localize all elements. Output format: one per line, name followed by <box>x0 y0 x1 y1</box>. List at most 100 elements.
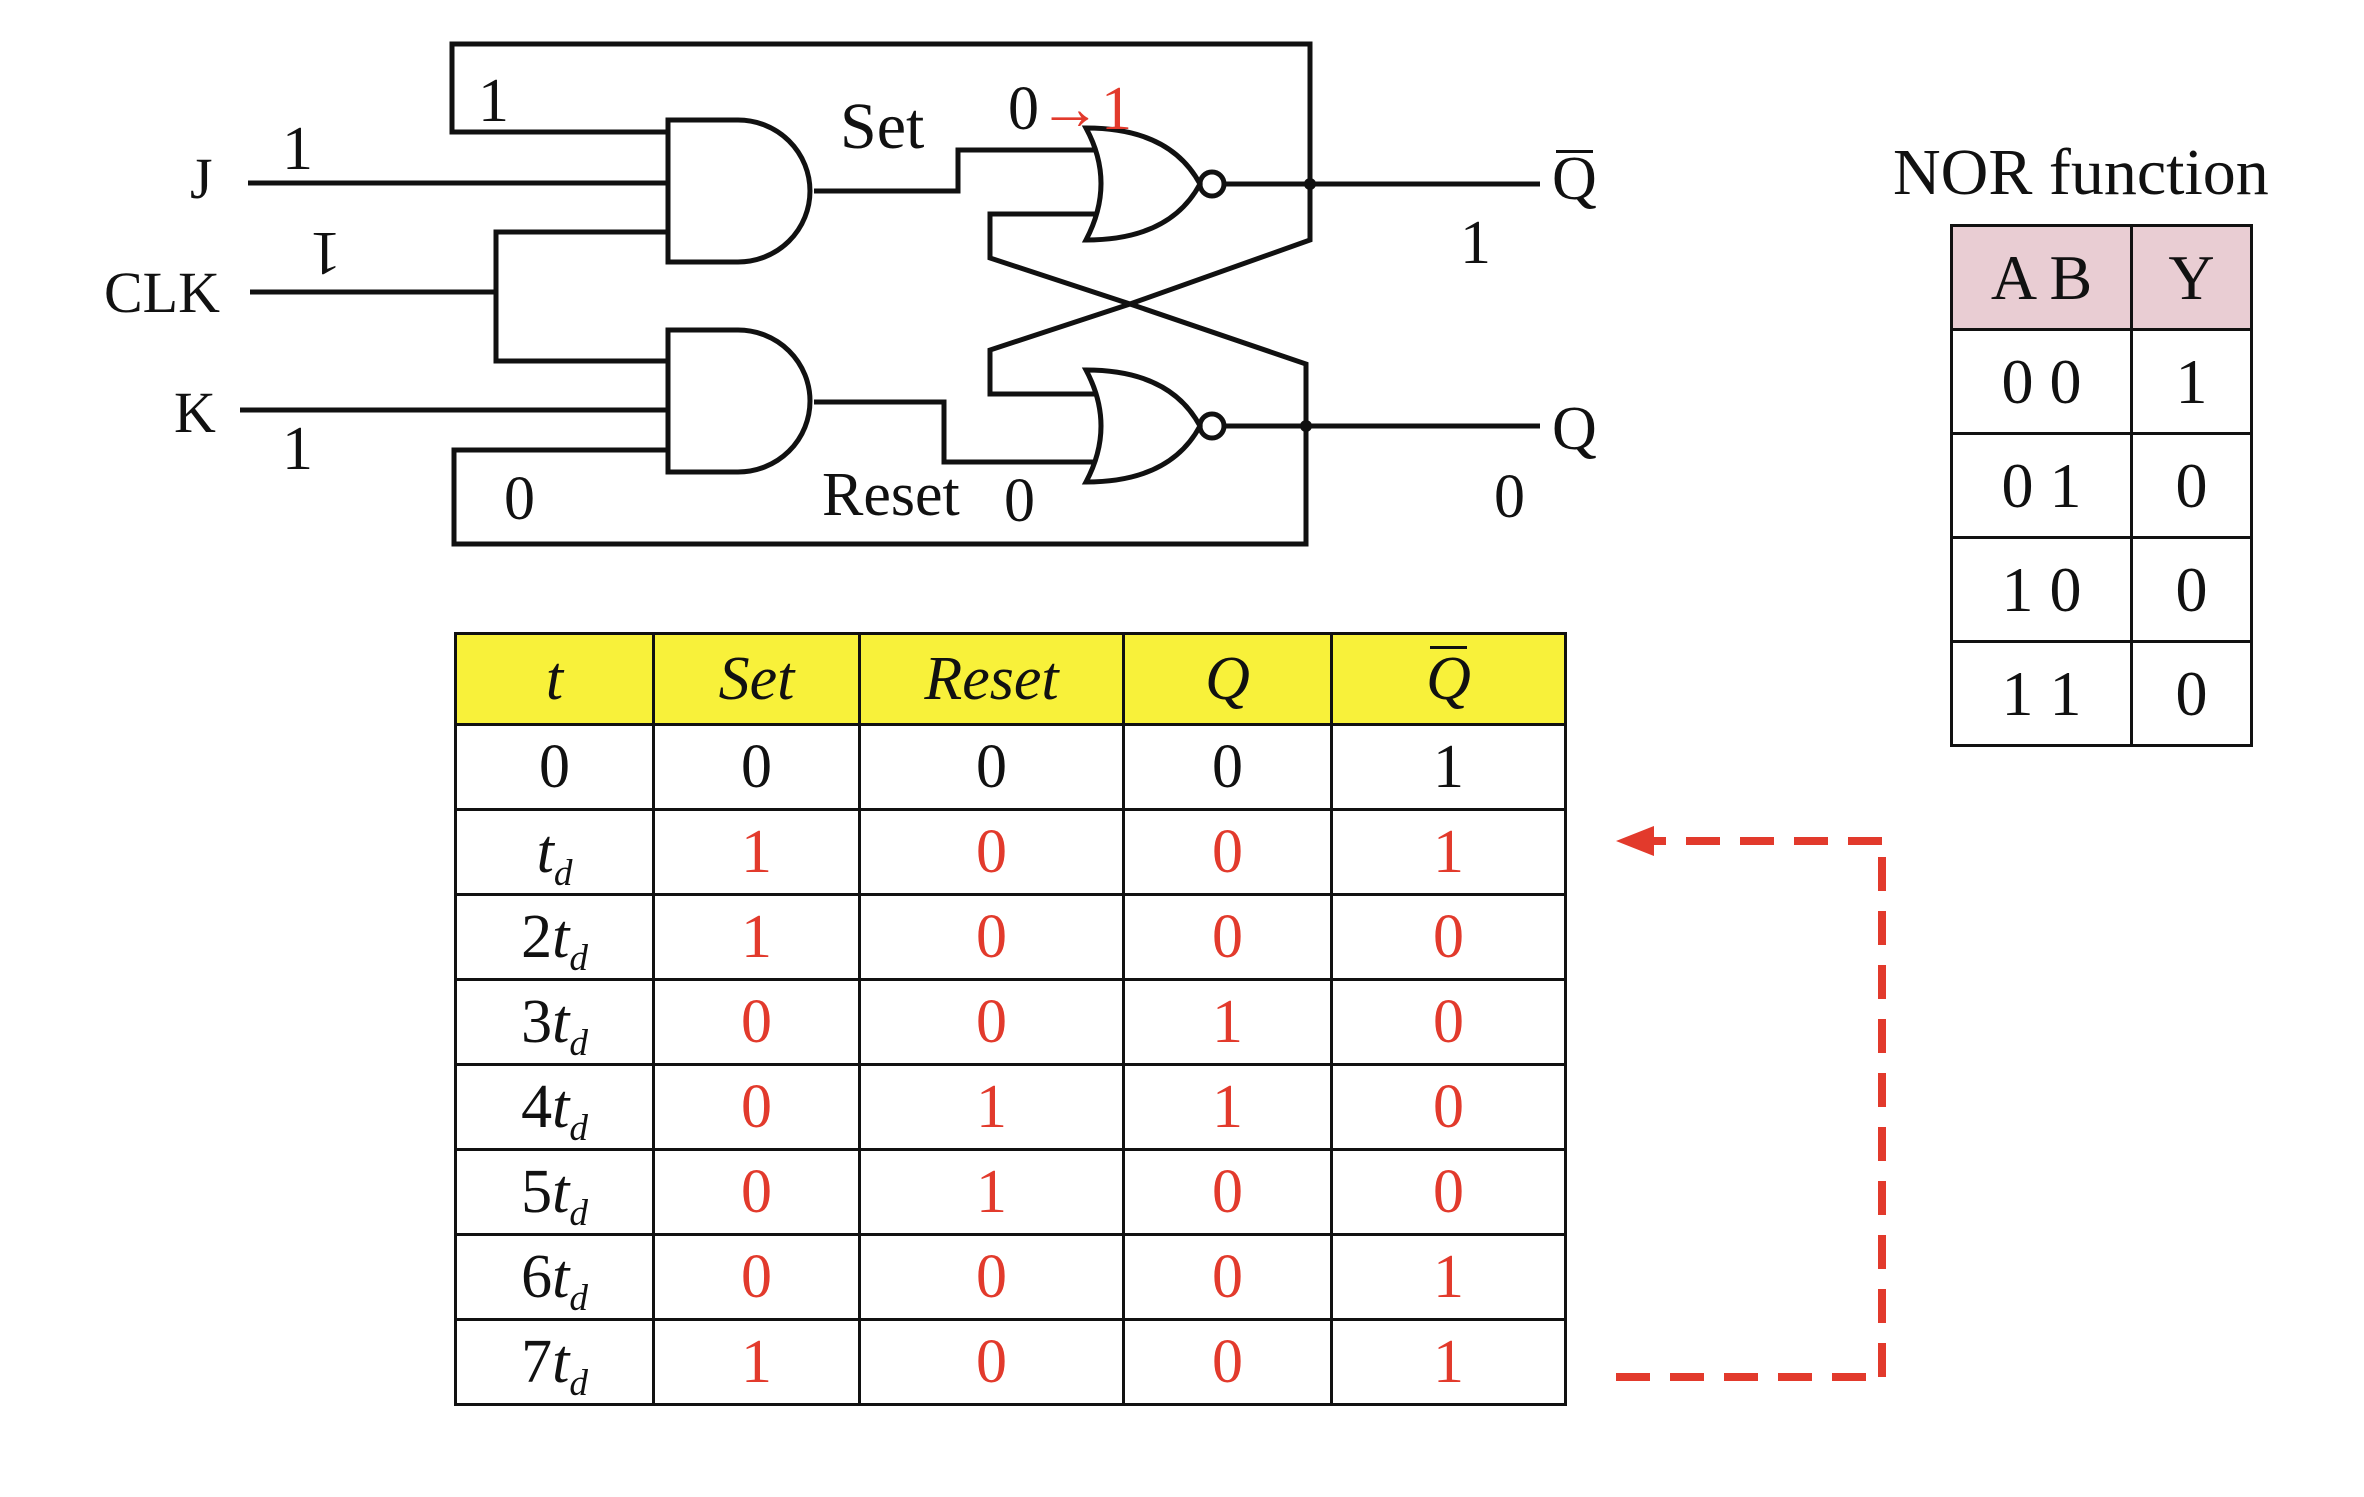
timing-reset-cell: 0 <box>858 1233 1125 1321</box>
timing-t-cell: td <box>454 808 655 896</box>
timing-q-cell: 1 <box>1122 978 1333 1066</box>
and-gate-bottom <box>665 327 813 475</box>
nor-input-cell: 0 0 <box>1950 328 2133 435</box>
reset-value: 0 <box>1004 467 1035 535</box>
top-feedback-wire <box>449 41 1313 188</box>
clk-branch-wire <box>493 229 668 364</box>
header-reset: Reset <box>858 632 1125 726</box>
nor-input-cell: 0 1 <box>1950 432 2133 539</box>
timing-set-cell: 0 <box>652 978 861 1066</box>
set-old-value: 0 <box>1008 75 1039 143</box>
header-q: Q <box>1122 632 1333 726</box>
time-variable: t <box>552 902 570 971</box>
timing-reset-cell: 1 <box>858 1063 1125 1151</box>
timing-reset-cell: 0 <box>858 978 1125 1066</box>
timing-t-cell: 6td <box>454 1233 655 1321</box>
timing-q-cell: 0 <box>1122 808 1333 896</box>
nor-header-ab: A B <box>1950 224 2133 331</box>
time-coefficient: 6 <box>521 1242 553 1311</box>
loop-arrow <box>1616 837 1886 1381</box>
time-coefficient: 3 <box>521 987 553 1056</box>
timing-q-cell: 0 <box>1122 1148 1333 1236</box>
nor-title: NOR function <box>1893 136 2269 209</box>
timing-qbar-cell: 1 <box>1330 808 1567 896</box>
nor-input-cell: 1 1 <box>1950 640 2133 747</box>
reset-wire <box>814 399 1096 465</box>
set-label: Set <box>840 90 925 163</box>
time-variable: t <box>552 1242 570 1311</box>
timing-reset-cell: 0 <box>858 808 1125 896</box>
timing-q-cell: 0 <box>1122 723 1333 811</box>
qbar-output-label: Q <box>1552 145 1597 213</box>
cross-wire-1 <box>987 184 1313 397</box>
timing-qbar-cell: 0 <box>1330 893 1567 981</box>
timing-t-cell: 3td <box>454 978 655 1066</box>
timing-header-row: t Set Reset Q Q <box>454 632 1567 726</box>
bottom-feedback-value: 0 <box>504 465 535 533</box>
k-label: K <box>174 380 216 445</box>
timing-qbar-cell: 0 <box>1330 978 1567 1066</box>
clk-value: 1 <box>310 219 341 287</box>
timing-set-cell: 1 <box>652 808 861 896</box>
nor-output-cell: 1 <box>2130 328 2253 435</box>
set-wire <box>814 147 1096 194</box>
time-subscript: d <box>553 852 573 894</box>
timing-q-cell: 0 <box>1122 1233 1333 1321</box>
time-variable: 0 <box>539 732 570 801</box>
header-set: Set <box>652 632 861 726</box>
header-qbar: Q <box>1330 632 1567 726</box>
nor-header-row: A B Y <box>1950 224 2253 331</box>
nor-gate-top <box>1081 125 1203 243</box>
time-coefficient: 5 <box>521 1157 553 1226</box>
timing-q-cell: 0 <box>1122 893 1333 981</box>
loop-arrowhead <box>1616 826 1654 856</box>
timing-q-cell: 0 <box>1122 1318 1333 1406</box>
qbar-output-value: 1 <box>1460 209 1491 277</box>
time-subscript: d <box>569 1192 588 1234</box>
timing-t-cell: 0 <box>454 723 655 811</box>
timing-q-cell: 1 <box>1122 1063 1333 1151</box>
set-transition: 0→1 <box>1008 78 1132 140</box>
time-coefficient: 4 <box>521 1072 553 1141</box>
time-variable: t <box>552 987 570 1056</box>
set-new-value: 1 <box>1101 75 1132 143</box>
time-subscript: d <box>569 937 588 979</box>
junction-qbar <box>1304 178 1316 190</box>
timing-set-cell: 1 <box>652 1318 861 1406</box>
timing-qbar-cell: 1 <box>1330 1233 1567 1321</box>
j-value: 1 <box>282 115 313 183</box>
timing-reset-cell: 0 <box>858 1318 1125 1406</box>
timing-t-cell: 4td <box>454 1063 655 1151</box>
timing-qbar-cell: 1 <box>1330 1318 1567 1406</box>
top-feedback-value: 1 <box>478 67 509 135</box>
nor-output-cell: 0 <box>2130 432 2253 539</box>
time-variable: t <box>552 1157 570 1226</box>
timing-qbar-cell: 0 <box>1330 1148 1567 1236</box>
nor-output-cell: 0 <box>2130 640 2253 747</box>
timing-qbar-cell: 1 <box>1330 723 1567 811</box>
header-t: t <box>454 632 655 726</box>
timing-set-cell: 0 <box>652 1148 861 1236</box>
set-arrow: → <box>1039 75 1101 143</box>
bottom-feedback-wire <box>451 426 1309 547</box>
timing-t-cell: 5td <box>454 1148 655 1236</box>
timing-qbar-cell: 0 <box>1330 1063 1567 1151</box>
q-output-value: 0 <box>1494 463 1525 531</box>
nor-top-bubble <box>1197 169 1227 199</box>
timing-reset-cell: 1 <box>858 1148 1125 1236</box>
timing-set-cell: 0 <box>652 723 861 811</box>
nor-output-cell: 0 <box>2130 536 2253 643</box>
